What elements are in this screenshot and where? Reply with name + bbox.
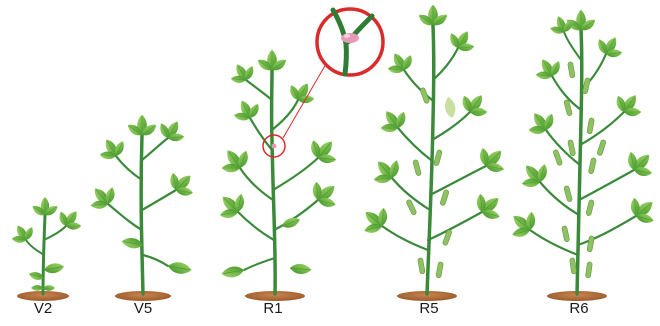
plant-r6 bbox=[510, 10, 656, 301]
flower-zoomed bbox=[341, 33, 359, 43]
stem bbox=[530, 230, 578, 255]
stage-label-v2: V2 bbox=[3, 300, 83, 317]
stage-label-r1: R1 bbox=[233, 300, 313, 317]
pod bbox=[586, 199, 595, 216]
stem bbox=[244, 258, 275, 270]
pod bbox=[585, 262, 592, 279]
stem bbox=[433, 48, 458, 80]
stage-label-v5: V5 bbox=[103, 300, 183, 317]
stem bbox=[540, 182, 579, 215]
pod bbox=[582, 77, 590, 94]
stem bbox=[240, 168, 273, 200]
stem bbox=[404, 70, 432, 100]
leaf bbox=[290, 263, 312, 275]
pod bbox=[440, 189, 450, 206]
stem bbox=[579, 170, 634, 200]
stem bbox=[142, 190, 176, 210]
leaf bbox=[43, 262, 65, 275]
stem bbox=[564, 32, 581, 60]
stem bbox=[142, 138, 168, 160]
plant-v5 bbox=[90, 115, 193, 301]
stem bbox=[143, 255, 168, 266]
pod bbox=[433, 149, 442, 166]
stem bbox=[116, 156, 142, 180]
stem bbox=[272, 100, 298, 130]
pod bbox=[413, 159, 422, 176]
leaf bbox=[43, 285, 55, 291]
yellowing-leaf bbox=[443, 96, 457, 119]
pod bbox=[587, 236, 595, 253]
stage-label-r5: R5 bbox=[389, 300, 469, 317]
zoom-connector-line bbox=[283, 64, 326, 138]
pod bbox=[436, 262, 444, 279]
pod bbox=[418, 258, 426, 275]
stem bbox=[246, 80, 272, 100]
pod bbox=[562, 225, 570, 242]
pod bbox=[587, 118, 595, 135]
pod bbox=[564, 185, 573, 202]
plant-r1 bbox=[219, 9, 383, 301]
pod bbox=[568, 62, 576, 79]
stem bbox=[26, 240, 44, 255]
stem bbox=[273, 158, 318, 190]
stem bbox=[578, 216, 636, 245]
stem bbox=[108, 204, 142, 230]
stem bbox=[546, 130, 580, 165]
stem bbox=[272, 70, 276, 294]
stem bbox=[428, 212, 482, 240]
stem bbox=[274, 200, 318, 230]
leaf bbox=[221, 265, 245, 279]
flower bbox=[272, 144, 277, 149]
stem bbox=[238, 212, 274, 240]
stem bbox=[430, 166, 486, 195]
leaf bbox=[31, 285, 43, 291]
stage-label-r6: R6 bbox=[539, 300, 619, 317]
pod bbox=[570, 258, 577, 275]
leaf bbox=[167, 260, 193, 275]
pod bbox=[406, 199, 417, 216]
stem bbox=[382, 226, 428, 250]
pod bbox=[588, 157, 596, 174]
pod bbox=[568, 139, 576, 156]
flower-zoom-callout bbox=[317, 9, 383, 75]
stem bbox=[44, 226, 66, 240]
pod bbox=[553, 149, 563, 166]
stem bbox=[398, 128, 431, 160]
leaf bbox=[280, 215, 301, 230]
pod bbox=[597, 139, 607, 156]
plant-v2 bbox=[11, 197, 81, 301]
stem bbox=[250, 118, 272, 150]
